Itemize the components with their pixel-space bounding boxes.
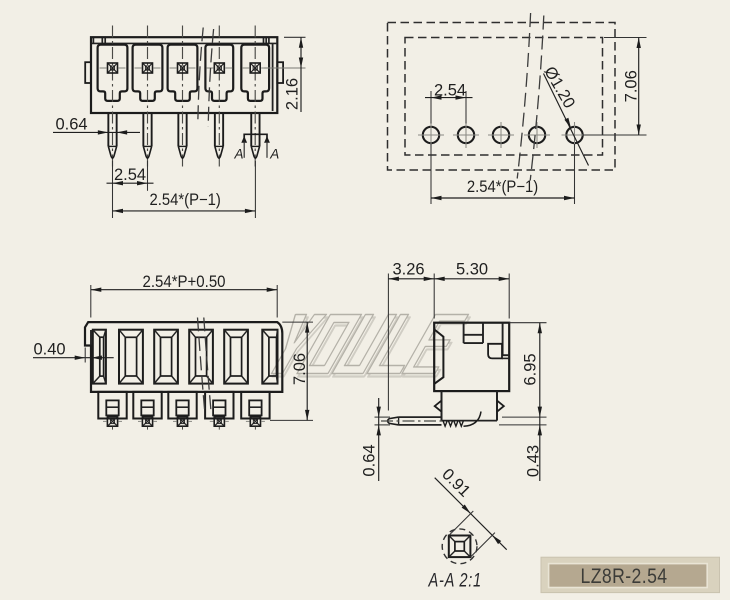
svg-text:7.06: 7.06 (623, 70, 641, 102)
svg-text:2.16: 2.16 (283, 78, 301, 110)
svg-text:A-A 2:1: A-A 2:1 (428, 568, 482, 591)
svg-text:LZ8R-2.54: LZ8R-2.54 (580, 565, 667, 589)
svg-text:2.54*(P−1): 2.54*(P−1) (467, 178, 538, 196)
svg-text:2.54: 2.54 (434, 81, 466, 99)
svg-text:0.43: 0.43 (524, 445, 542, 477)
svg-text:0.64: 0.64 (360, 444, 378, 476)
svg-text:2.54: 2.54 (114, 166, 146, 184)
svg-text:A: A (269, 147, 279, 162)
svg-text:5.30: 5.30 (456, 261, 488, 279)
svg-text:3.26: 3.26 (392, 261, 424, 279)
svg-text:A: A (233, 147, 243, 162)
svg-text:6.95: 6.95 (522, 353, 540, 385)
svg-text:0.64: 0.64 (56, 115, 88, 133)
svg-text:7.06: 7.06 (291, 353, 309, 385)
svg-text:2.54*(P−1): 2.54*(P−1) (150, 191, 221, 209)
svg-text:0.40: 0.40 (34, 341, 66, 359)
svg-text:2.54*P+0.50: 2.54*P+0.50 (142, 273, 225, 291)
